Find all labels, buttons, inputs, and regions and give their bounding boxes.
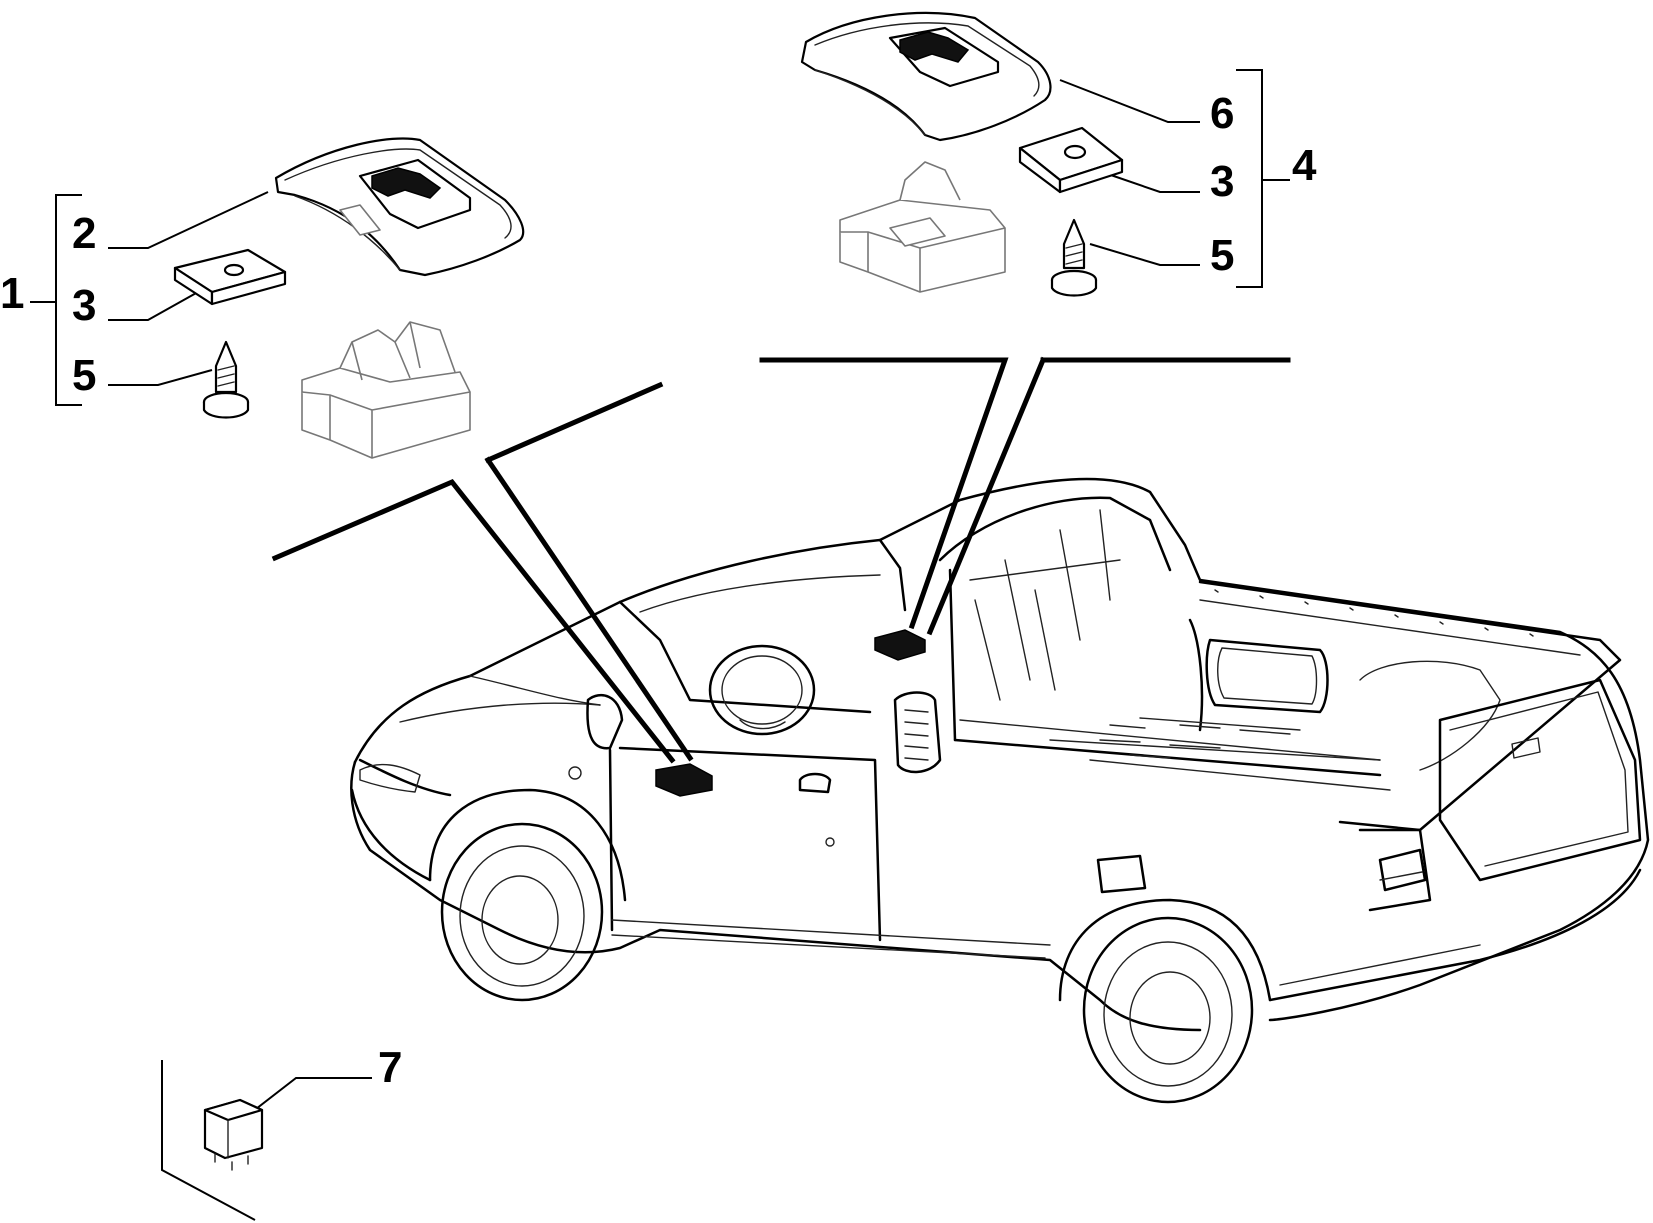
callout-5-left: 5: [72, 351, 96, 400]
leader-6: [1059, 79, 1200, 123]
callout-4: 4: [1292, 141, 1317, 190]
callout-3-left: 3: [72, 281, 96, 330]
switch-cover-part-2: [274, 137, 525, 277]
leader-3-right: [1101, 171, 1200, 193]
clip-part-3-right: [1018, 126, 1124, 194]
pickup-vehicle: [350, 477, 1650, 1104]
leader-7: [251, 1077, 372, 1113]
callout-1: 1: [0, 269, 24, 318]
relay-part-7: [203, 1098, 264, 1171]
callout-2: 2: [72, 209, 96, 258]
leader-5-left: [108, 369, 213, 386]
leader-3-left: [108, 291, 199, 321]
switch-cover-part-6: [800, 11, 1052, 142]
switch-body-right: [839, 161, 1006, 293]
switch-body-left: [301, 321, 471, 459]
callout-6: 6: [1210, 89, 1234, 138]
callout-3-right: 3: [1210, 157, 1234, 206]
relay-bracket: [161, 1060, 256, 1221]
door-switch-highlight: [655, 763, 713, 797]
pointer-lines: [271, 356, 1291, 764]
pillar-switch-highlight: [874, 629, 926, 661]
leader-5-right: [1089, 243, 1200, 266]
group-4-bracket: [1236, 69, 1290, 288]
group-1-bracket: [30, 194, 82, 406]
clip-part-3-left: [173, 248, 287, 306]
callout-7: 7: [378, 1043, 402, 1092]
screw-part-5-left: [202, 340, 250, 419]
leader-2: [108, 191, 269, 249]
callout-5-right: 5: [1210, 231, 1234, 280]
screw-part-5-right: [1050, 218, 1098, 297]
